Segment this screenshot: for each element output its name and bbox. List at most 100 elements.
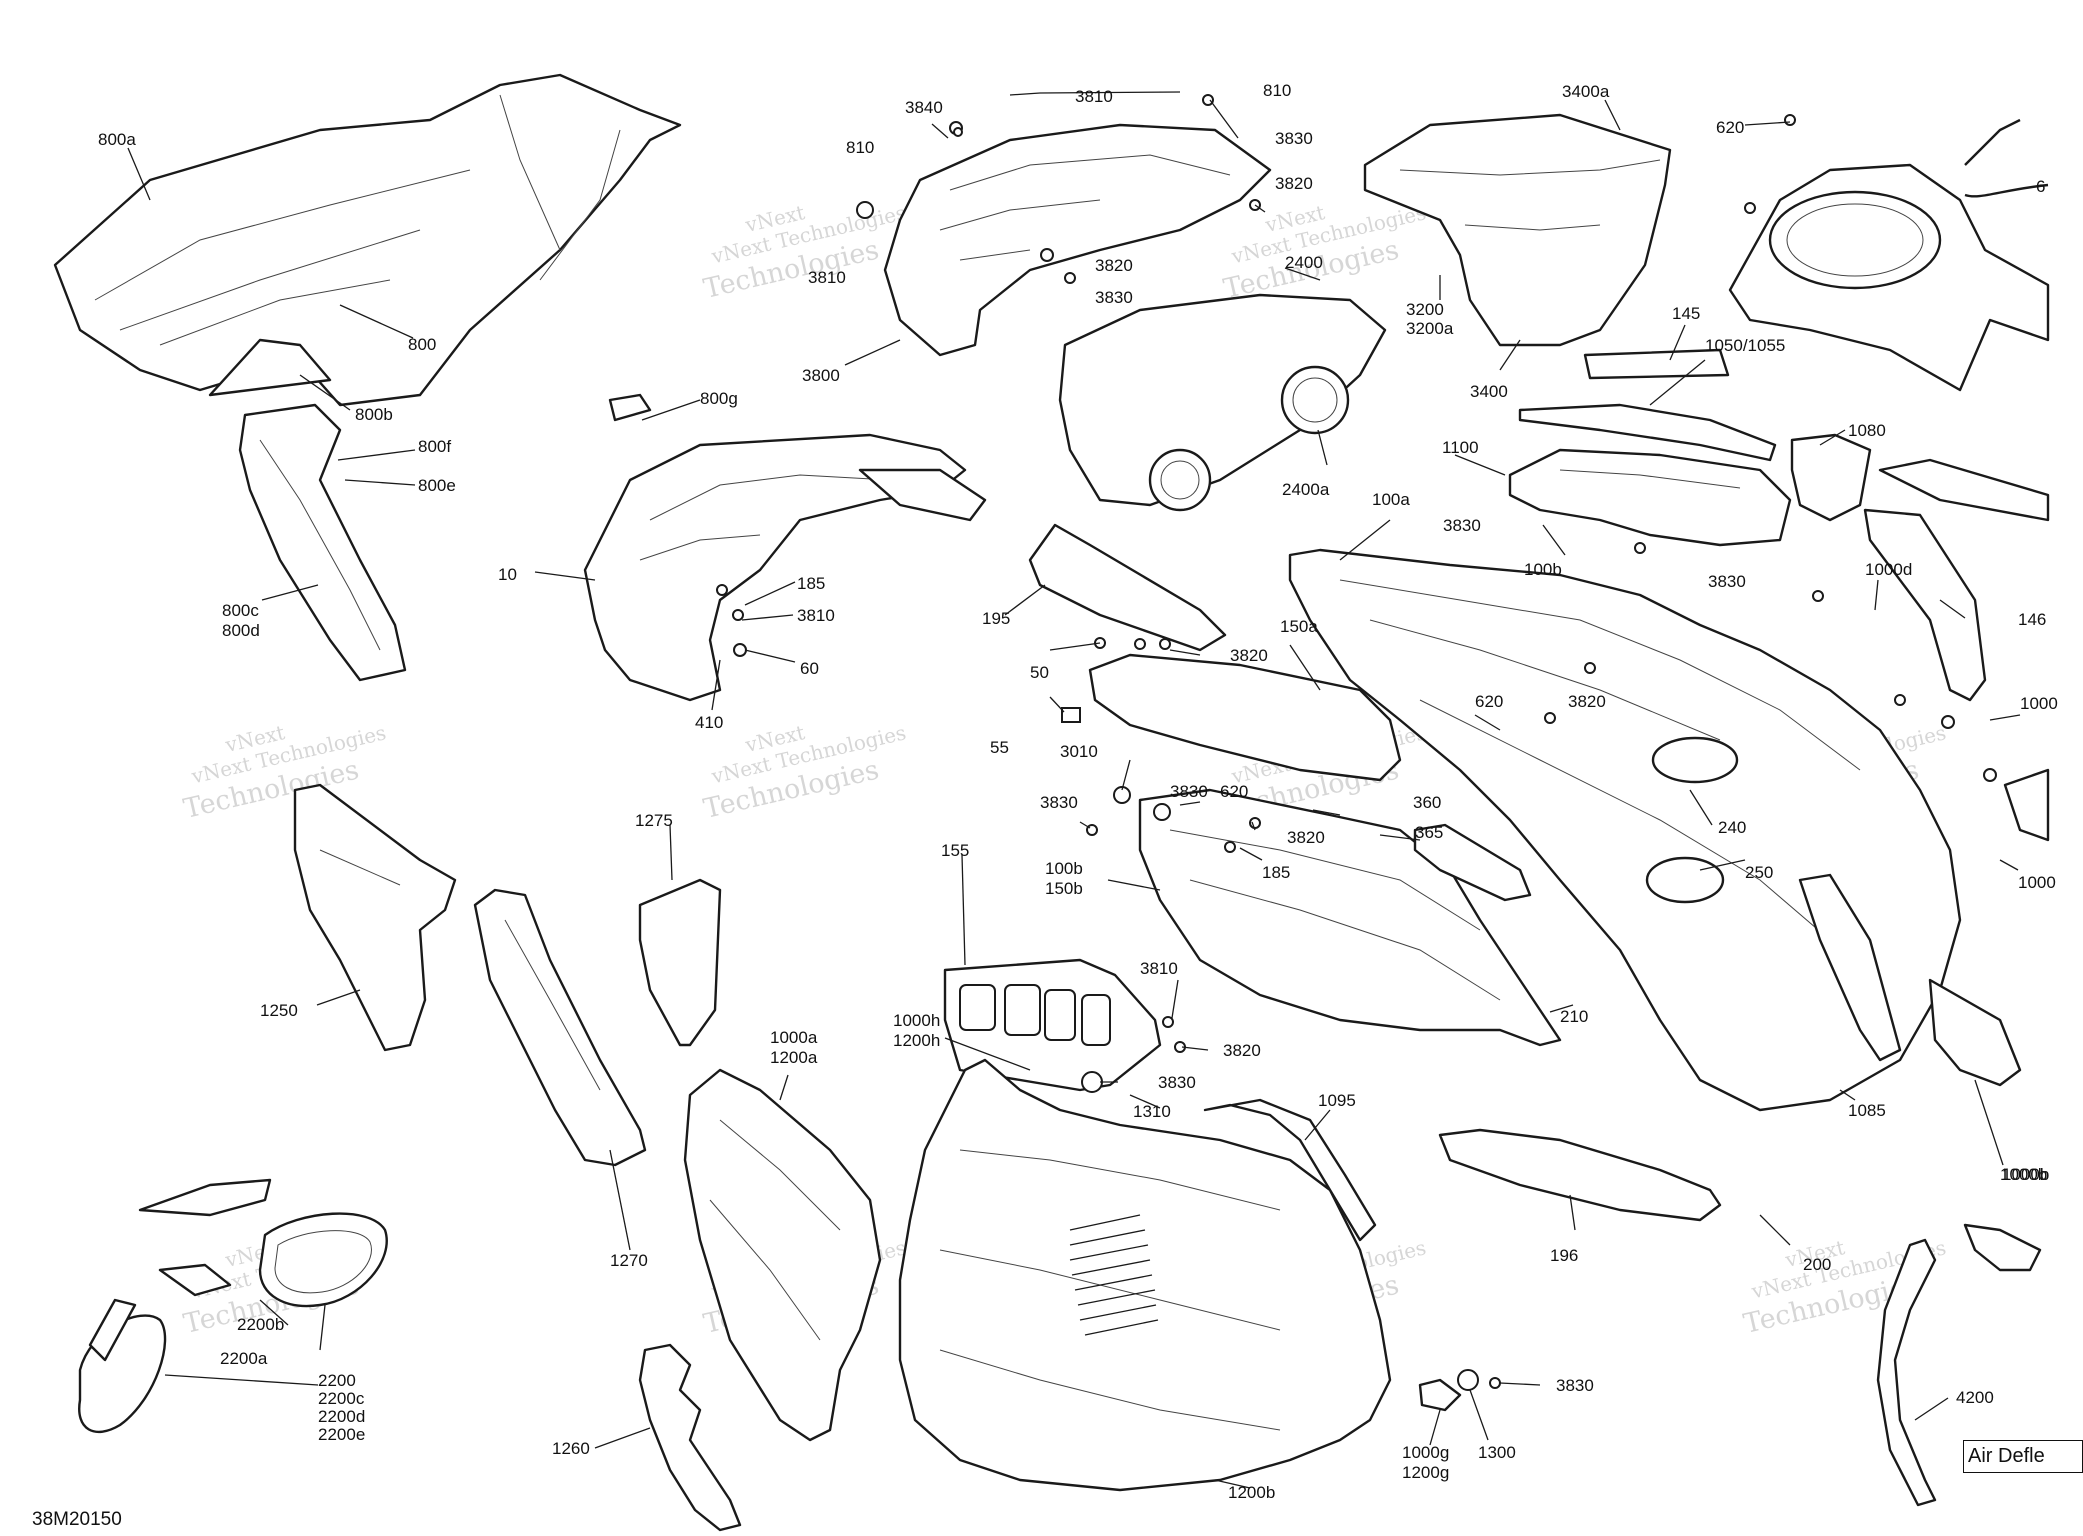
callout: 2400 [1285,253,1323,272]
callout: 620 [1220,782,1248,801]
callout: 810 [1263,81,1291,100]
part-front-upper-panel [583,433,987,702]
part-trim-strips [1518,348,1872,522]
callout: 150b [1045,879,1083,898]
callout: 3800 [802,366,840,385]
callout: 800d [222,621,260,640]
callout: 620 [1475,692,1503,711]
callout: 800f [418,437,451,456]
callout: 360 [1413,793,1441,812]
callout: 2200 [318,1371,356,1390]
callout: 1000b [2000,1165,2047,1184]
callout: 3200 [1406,300,1444,319]
callout: 210 [1560,1007,1588,1026]
callout: 3200a [1406,319,1454,338]
callout: 1200g [1402,1463,1449,1482]
callout: 2200d [318,1407,365,1426]
callout: 196 [1550,1246,1578,1265]
callout: 1300 [1478,1443,1516,1462]
callout: 6 [2036,177,2045,196]
part-right-strips [1798,458,2050,1087]
callout: 1000g [1402,1443,1449,1462]
callout: 60 [800,659,819,678]
callout: 1200h [893,1031,940,1050]
callout: 1275 [635,811,673,830]
callout: 810 [846,138,874,157]
part-lower-side-panel [898,1058,1392,1492]
part-panel-1260 [638,1343,742,1532]
callout: 800g [700,389,738,408]
diagram-reference-code: 38M20150 [32,1509,122,1530]
part-left-side-panel [683,1068,882,1442]
callout: 3820 [1095,256,1133,275]
vent-slots [1069,1214,1159,1336]
callout: 3810 [1140,959,1178,978]
callout: 3830 [1556,1376,1594,1395]
hardware-fasteners [716,94,1997,1389]
part-mirrors [78,1178,388,1434]
callout: 146 [2018,610,2046,629]
part-top-deck [1288,548,1962,1112]
callout: 620 [1716,118,1744,137]
part-front-upper-housing [883,123,1272,357]
callout: 145 [1672,304,1700,323]
callout: 3400a [1562,82,1610,101]
callout: 3830 [1040,793,1078,812]
callout: 800b [355,405,393,424]
callout: 1000b [2002,1165,2049,1184]
callout: 2200e [318,1425,365,1444]
callout: 3830 [1095,288,1133,307]
part-panel-1250 [293,783,457,1052]
callout: 1200b [1228,1483,1275,1502]
part-panel-1270 [473,888,647,1167]
leader-lines [127,91,2021,1489]
callout: 195 [982,609,1010,628]
callout: 1085 [1848,1101,1886,1120]
part-front-nose-panel [53,73,682,422]
callout: 800c [222,601,259,620]
callout: 185 [797,574,825,593]
callout: 3810 [1075,87,1113,106]
part-air-deflector [1876,1223,2042,1507]
callout: 3820 [1275,174,1313,193]
callout: 1310 [1133,1102,1171,1121]
callout: 3830 [1443,516,1481,535]
callout: 3820 [1568,692,1606,711]
callout: 100b [1045,859,1083,878]
callout: 3830 [1170,782,1208,801]
callout: 2200b [237,1315,284,1334]
part-vent-grille [943,958,1162,1092]
callout: 1000 [2018,873,2056,892]
callout: 1260 [552,1439,590,1458]
callout: 4200 [1956,1388,1994,1407]
callout: 10 [498,565,517,584]
part-panel-1275 [638,878,722,1047]
part-side-duct [238,403,407,682]
callout-labels: 800a 800 800b 800f 800e 800g 800c 800d 3… [98,81,2058,1502]
callout: 1095 [1318,1091,1356,1110]
callout: 150a [1280,617,1318,636]
callout: 55 [990,738,1009,757]
callout: 3400 [1470,382,1508,401]
callout: 410 [695,713,723,732]
callout: 800 [408,335,436,354]
part-upper-inner-panel [1508,448,1792,547]
callout: 1000d [1865,560,1912,579]
callout: 3830 [1158,1073,1196,1092]
part-trim-1095 [1203,1098,1377,1242]
callout: 3820 [1230,646,1268,665]
part-small-panel-195 [1028,523,1227,652]
callout: 100b [1524,560,1562,579]
callout: 3810 [808,268,846,287]
callout: 2200a [220,1349,268,1368]
callout: 185 [1262,863,1290,882]
callout: 800e [418,476,456,495]
callout: 50 [1030,663,1049,682]
callout: 1080 [1848,421,1886,440]
callout: 2400a [1282,480,1330,499]
part-mid-side-panel [1088,653,1562,1047]
part-gauge-bezel [1728,118,2050,392]
callout: 240 [1718,818,1746,837]
callout: 1270 [610,1251,648,1270]
